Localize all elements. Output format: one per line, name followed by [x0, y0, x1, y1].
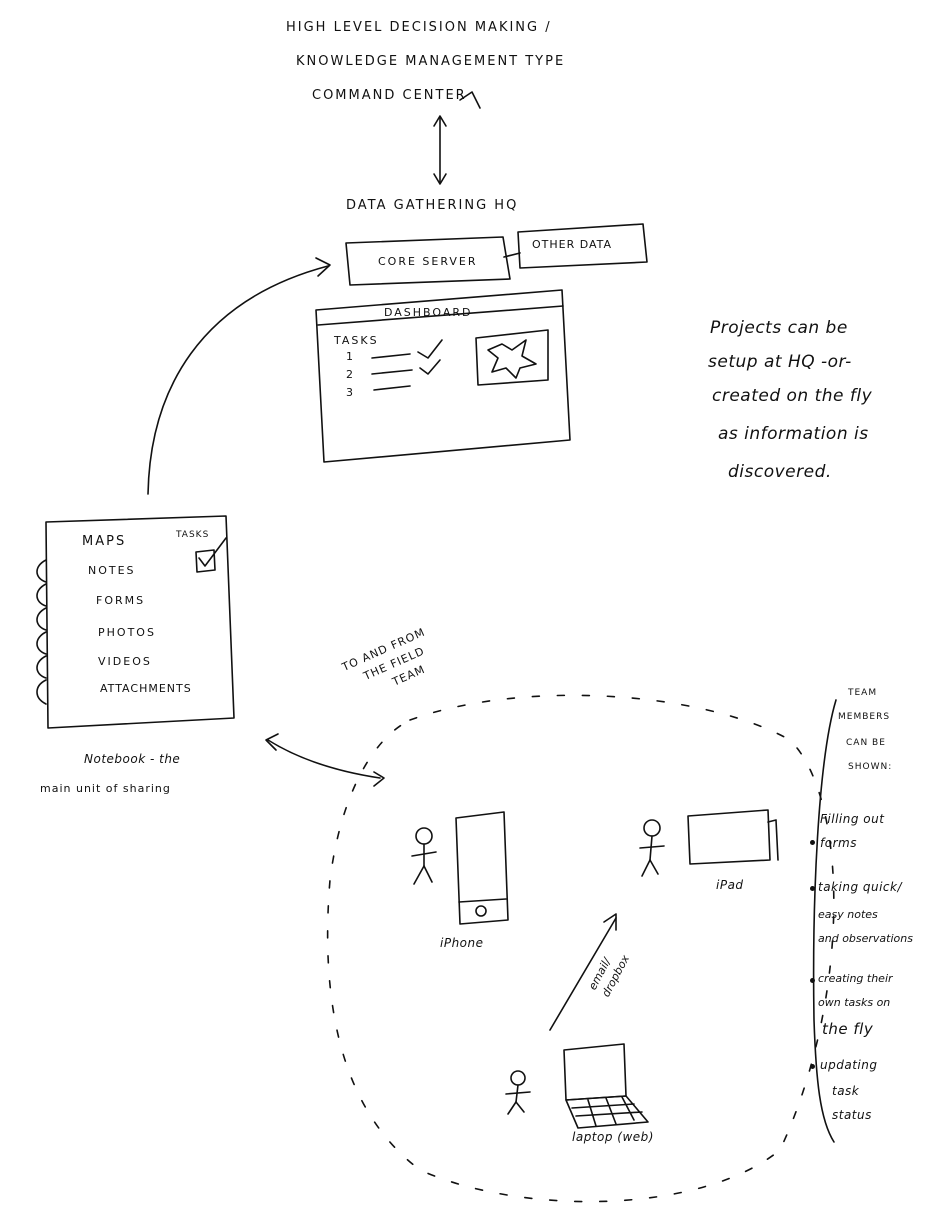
email-arrow	[549, 913, 617, 1031]
team-bullet-line: easy notes	[818, 908, 878, 921]
command-center-line1: HIGH LEVEL DECISION MAKING /	[286, 20, 552, 35]
team-bullet-line: task	[832, 1084, 860, 1098]
team-bullet-line: taking quick/	[818, 880, 903, 894]
team-bullet-line: own tasks on	[818, 996, 891, 1009]
team-members-bracket	[812, 699, 837, 1143]
notebook-to-server-arrow	[147, 257, 331, 495]
team-bullet-line: and observations	[818, 932, 913, 945]
notebook-tasks-label: TASKS	[176, 530, 210, 540]
bullet-dot	[810, 1064, 815, 1069]
dashboard-tasks-label: TASKS	[334, 334, 379, 347]
dashboard-divider	[317, 305, 564, 326]
notebook-item-photos: PHOTOS	[98, 626, 156, 639]
projects-note-line3: created on the fly	[712, 386, 873, 406]
command-center-line2: KNOWLEDGE MANAGEMENT TYPE	[296, 54, 566, 69]
laptop-device	[563, 1043, 649, 1129]
team-bullet-line: status	[832, 1108, 872, 1122]
ipad-person	[639, 819, 665, 877]
team-members-header2: MEMBERS	[838, 712, 891, 722]
dashboard-task-number: 1	[346, 350, 355, 363]
notebook-item-forms: FORMS	[96, 594, 146, 607]
notebook-item-notes: NOTES	[88, 564, 136, 577]
other-data-box	[517, 223, 648, 269]
hq-title: DATA GATHERING HQ	[346, 198, 519, 213]
iphone-device	[455, 811, 509, 925]
dashboard-task-number: 2	[346, 368, 355, 381]
laptop-label: laptop (web)	[572, 1130, 654, 1144]
team-bullet-line: Filling out	[820, 812, 885, 826]
notebook-item-attachments: ATTACHMENTS	[100, 682, 192, 695]
field-team-circle	[326, 694, 835, 1203]
notebook-item-videos: VIDEOS	[98, 655, 152, 668]
iphone-label: iPhone	[440, 936, 484, 950]
dashboard-map	[475, 329, 549, 386]
bullet-dot	[810, 978, 815, 983]
team-bullet-line: updating	[820, 1058, 878, 1072]
dashboard-task-number: 3	[346, 386, 355, 399]
ipad-label: iPad	[716, 878, 744, 892]
projects-note-line5: discovered.	[728, 462, 832, 482]
dashboard-title: DASHBOARD	[384, 306, 473, 319]
notebook-caption-line2: main unit of sharing	[40, 782, 171, 795]
core-server-label: CORE SERVER	[378, 255, 478, 268]
team-bullet-line: creating their	[818, 972, 893, 985]
notebook-caption-line1: Notebook - the	[84, 752, 181, 766]
projects-note-line1: Projects can be	[710, 318, 848, 338]
team-members-header3: CAN BE	[846, 738, 886, 748]
core-server-box	[345, 236, 511, 286]
command-center-tick	[459, 91, 481, 109]
team-members-header4: SHOWN:	[848, 762, 893, 772]
map-shape	[487, 339, 537, 379]
server-link	[503, 252, 521, 258]
team-bullet-line: forms	[820, 836, 857, 850]
bullet-dot	[810, 840, 815, 845]
other-data-label: OTHER DATA	[532, 238, 613, 251]
notebook-drawing	[36, 515, 235, 729]
team-bullet-line: the fly	[822, 1020, 874, 1038]
notebook-field-arrow	[265, 733, 385, 787]
team-members-header1: TEAM	[848, 688, 878, 698]
projects-note-line2: setup at HQ -or-	[708, 352, 852, 372]
check-mark	[417, 339, 443, 359]
ipad-device	[687, 809, 779, 865]
notebook-item-maps: MAPS	[82, 534, 127, 549]
check-mark	[419, 359, 441, 375]
laptop-person	[505, 1070, 531, 1115]
bullet-dot	[810, 886, 815, 891]
iphone-person	[411, 827, 437, 885]
command-hq-arrow	[433, 115, 447, 185]
dashboard-window	[315, 289, 571, 463]
projects-note-line4: as information is	[718, 424, 869, 444]
command-center-line3: COMMAND CENTER	[312, 88, 467, 103]
